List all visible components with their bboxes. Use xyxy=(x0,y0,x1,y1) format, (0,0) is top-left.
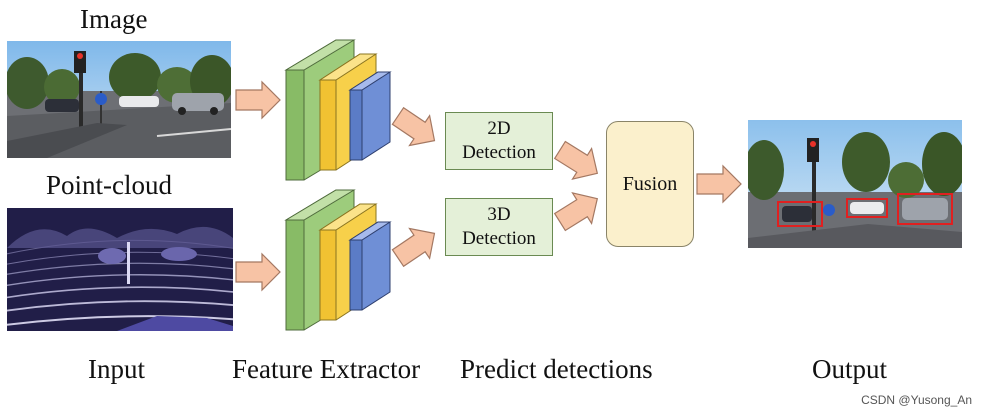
detection-2d-line2: Detection xyxy=(462,142,536,163)
fusion-label: Fusion xyxy=(622,172,678,195)
arrow-2d-to-fusion xyxy=(549,134,608,190)
arrow-fusion-to-output xyxy=(696,165,742,203)
predict-detections-label: Predict detections xyxy=(460,354,653,384)
arrow-3d-to-fusion xyxy=(549,182,608,238)
output-box-car-2 xyxy=(846,198,888,218)
feature-extractor-stack-point-cloud xyxy=(285,189,391,331)
output-box-car-3 xyxy=(897,193,953,225)
input-point-cloud-image xyxy=(7,208,233,331)
feature-extractor-label: Feature Extractor xyxy=(232,354,421,384)
fusion-box: Fusion xyxy=(606,121,694,247)
input-label: Input xyxy=(88,354,145,384)
arrow-extractor-to-2d xyxy=(387,100,446,157)
detection-3d-line2: Detection xyxy=(462,228,536,249)
output-detection-image xyxy=(748,120,962,248)
arrow-extractor-to-3d xyxy=(387,217,446,274)
arrow-pointcloud-to-extractor xyxy=(235,253,281,291)
point-cloud-label: Point-cloud xyxy=(46,170,172,200)
detection-2d-line1: 2D xyxy=(487,118,511,139)
input-camera-image xyxy=(7,41,231,158)
detection-2d-box: 2D Detection xyxy=(445,112,553,170)
feature-extractor-stack-image xyxy=(285,39,391,181)
detection-3d-box: 3D Detection xyxy=(445,198,553,256)
image-label: Image xyxy=(80,4,148,34)
arrow-image-to-extractor xyxy=(235,81,281,119)
detection-3d-line1: 3D xyxy=(487,204,511,225)
watermark: CSDN @Yusong_An xyxy=(861,393,972,407)
output-label: Output xyxy=(812,354,888,384)
output-box-car-1 xyxy=(777,201,823,227)
